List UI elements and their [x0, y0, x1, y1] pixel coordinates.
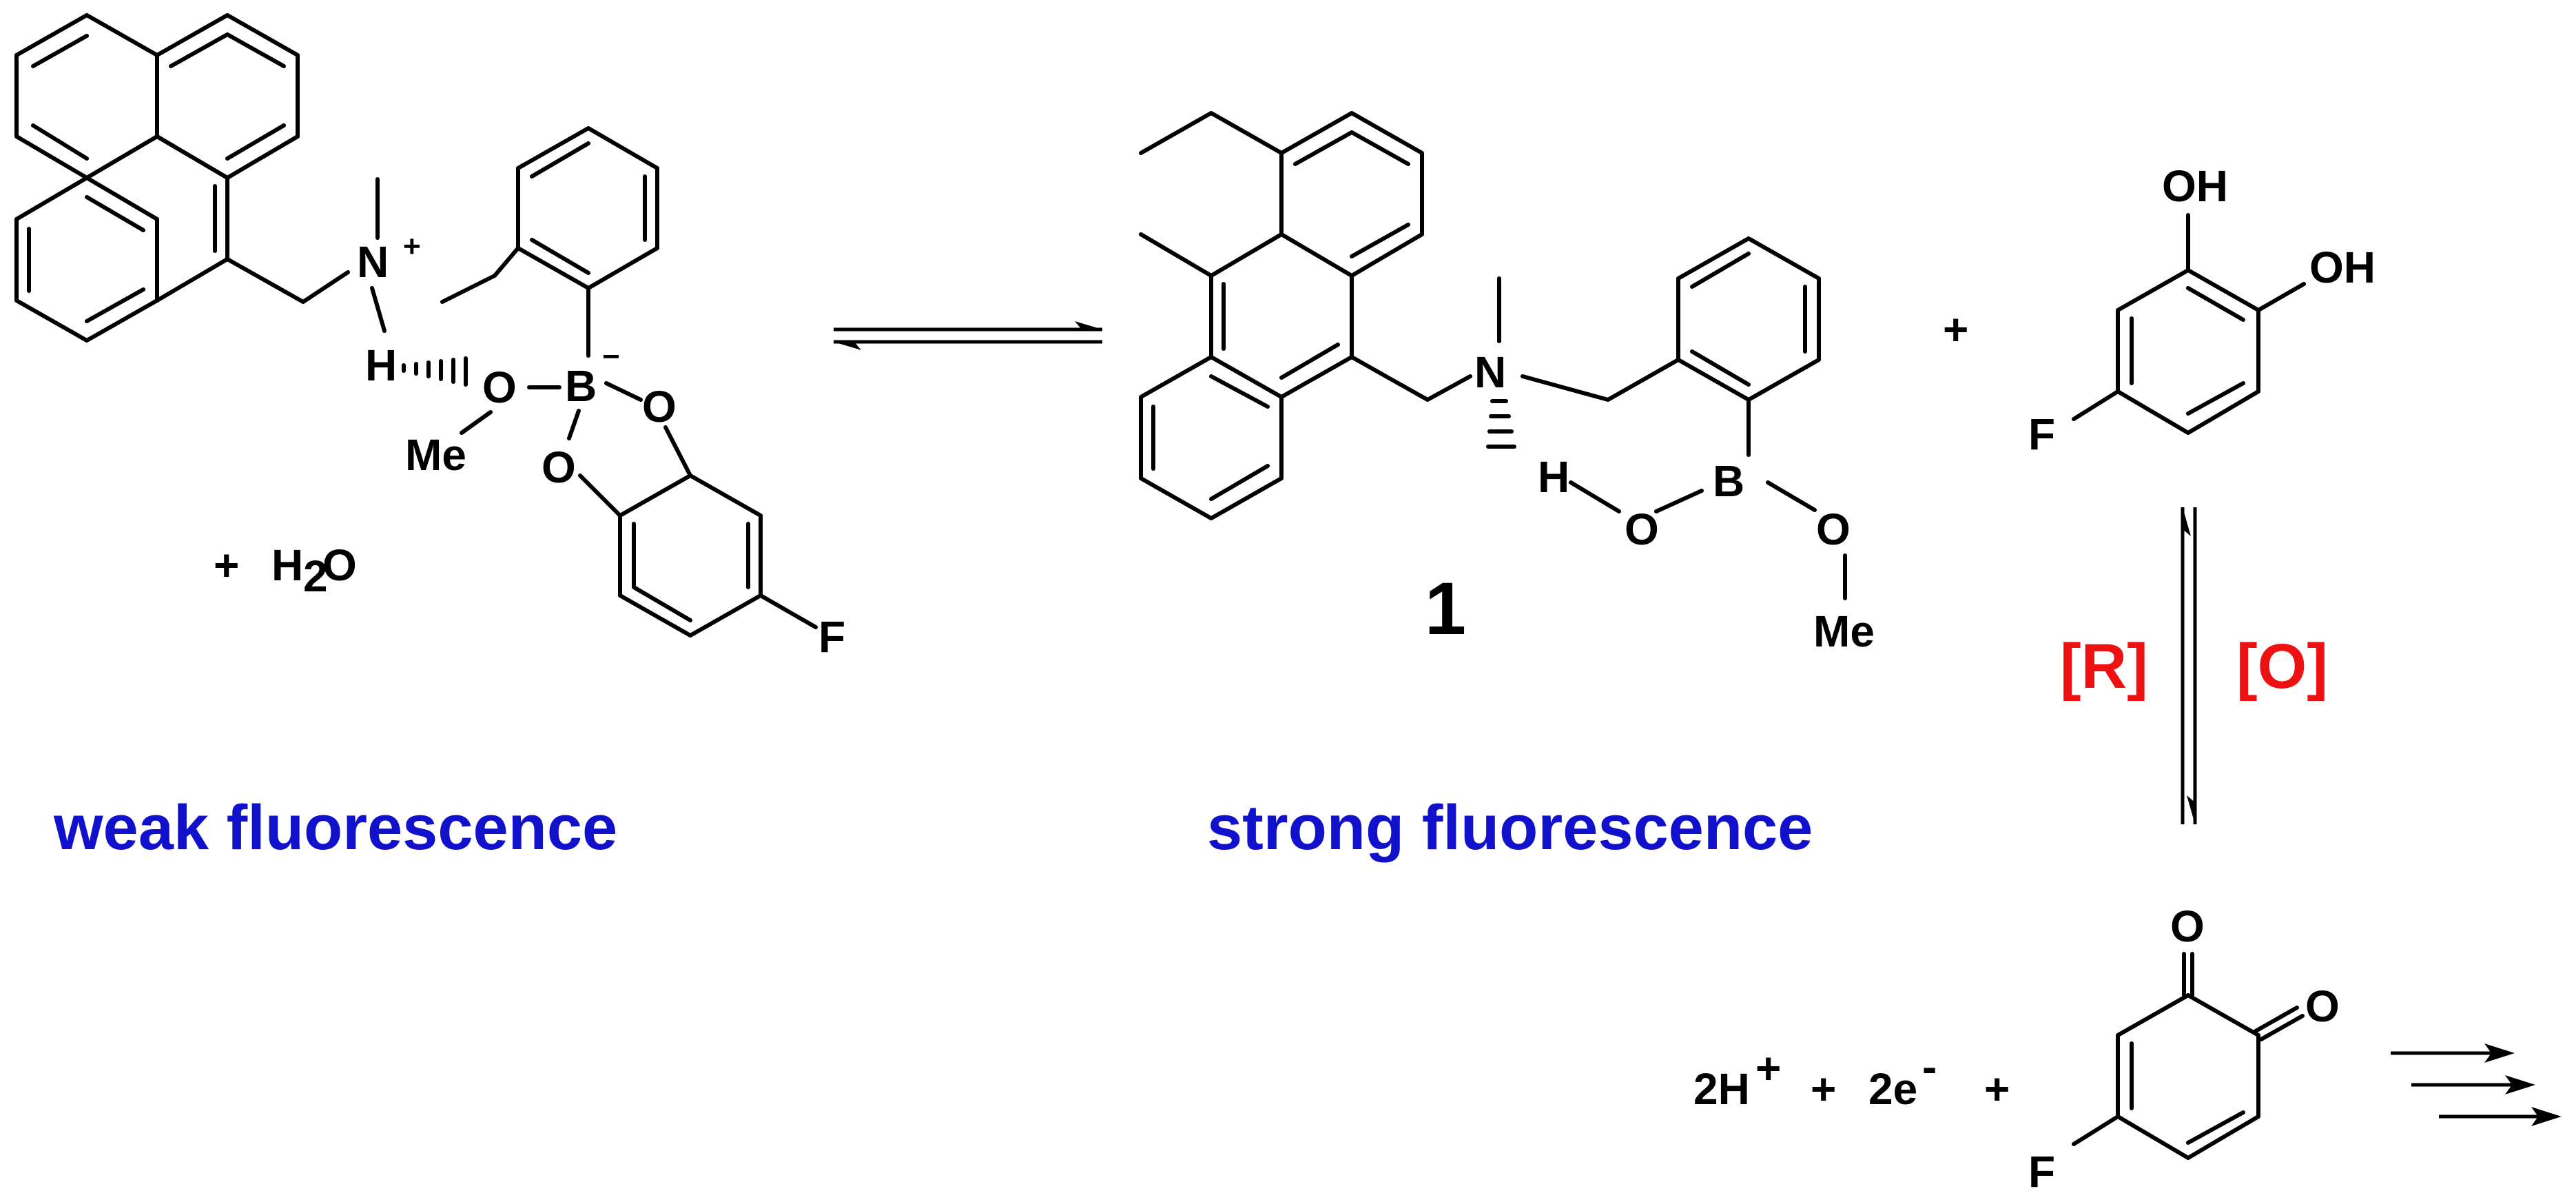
left-f-atom: F: [818, 612, 845, 662]
strong-fluorescence-label: strong fluorescence: [1207, 793, 1813, 863]
fluorocatechol: OH OH F: [2028, 161, 2376, 459]
left-o-catechol-2: O: [542, 442, 576, 492]
catechol-f: F: [2028, 409, 2055, 459]
left-me: Me: [405, 430, 466, 480]
protons-charge: +: [1755, 1043, 1781, 1093]
left-anthracene: [14, 13, 300, 343]
equilibrium-arrow-horizontal: [834, 321, 1102, 350]
quinone-o-2: O: [2305, 981, 2340, 1031]
catechol-oh-2: OH: [2309, 243, 2376, 292]
left-catechol-ring: [578, 425, 763, 638]
compound-1-n-atom: N: [1474, 347, 1506, 397]
protons-text: 2H: [1693, 1064, 1750, 1114]
compound-1-o-me: O: [1816, 505, 1851, 554]
water-sub: 2: [303, 551, 328, 601]
reduction-label: [R]: [2060, 631, 2148, 702]
water-h: H: [271, 540, 303, 590]
redox-byproducts: 2H + + 2e - +: [1693, 1042, 2010, 1114]
subsequent-reaction-arrows: [2391, 1043, 2562, 1126]
quinone-o-1: O: [2170, 901, 2205, 951]
compound-1-b-atom: B: [1713, 456, 1744, 506]
plus-sign-2: +: [1984, 1064, 2010, 1114]
equilibrium-arrow-vertical: [2181, 507, 2197, 824]
water-o: O: [322, 540, 357, 590]
compound-1-me: Me: [1813, 607, 1875, 656]
left-o-methoxy: O: [482, 363, 517, 412]
weak-fluorescence-label: weak fluorescence: [53, 793, 617, 863]
left-h-atom: H: [365, 340, 397, 390]
plus-catechol-sign: +: [1943, 305, 1968, 354]
left-b-atom: B: [565, 361, 597, 411]
left-complex: N + H B − O Me O O: [14, 13, 845, 662]
left-o-catechol-1: O: [642, 382, 677, 431]
left-b-charge: −: [602, 340, 620, 374]
compound-1: N H O B O Me 1: [1139, 111, 1875, 656]
left-n-charge: +: [403, 230, 421, 263]
plus-water-sign: +: [214, 540, 239, 590]
plus-sign-1: +: [1811, 1064, 1836, 1114]
catechol-oh-1: OH: [2162, 161, 2228, 211]
left-benzene: [516, 126, 659, 290]
electrons-charge: -: [1922, 1042, 1937, 1092]
compound-1-h-atom: H: [1538, 452, 1569, 502]
left-n-atom: N: [357, 237, 389, 287]
compound-1-number: 1: [1425, 567, 1466, 650]
quinone-f: F: [2028, 1147, 2055, 1196]
compound-1-anthracene: [1139, 111, 1424, 520]
compound-1-o-h: O: [1625, 505, 1659, 554]
electrons-text: 2e: [1868, 1064, 1917, 1114]
compound-1-benzene: [1676, 236, 1821, 402]
fluoroquinone: O O F: [2028, 901, 2340, 1196]
oxidation-label: [O]: [2236, 631, 2328, 702]
